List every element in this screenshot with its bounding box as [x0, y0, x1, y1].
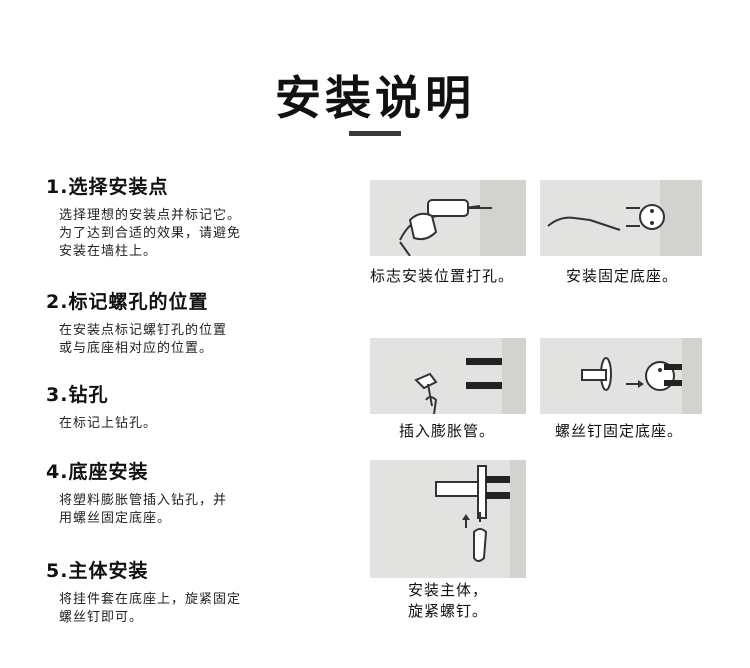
step-1: 1.选择安装点 选择理想的安装点并标记它。 为了达到合适的效果，请避免 安装在墙…	[46, 172, 241, 261]
step-title: 5.主体安装	[46, 560, 149, 582]
page-title: 安装说明	[275, 71, 475, 125]
step-description: 选择理想的安装点并标记它。 为了达到合适的效果，请避免 安装在墙柱上。	[59, 208, 242, 259]
step-title: 1.选择安装点	[46, 176, 169, 198]
step-description: 将挂件套在底座上，旋紧固定 螺丝钉即可。	[59, 592, 242, 625]
body-illustration	[370, 460, 526, 578]
step-3: 3.钻孔 在标记上钻孔。	[46, 380, 157, 433]
step-2: 2.标记螺孔的位置 在安装点标记螺钉孔的位置 或与底座相对应的位置。	[46, 287, 227, 358]
step-title: 4.底座安装	[46, 461, 149, 483]
screw-caption: 螺丝钉固定底座。	[555, 422, 684, 440]
base-illustration	[540, 180, 702, 256]
step-description: 在标记上钻孔。	[59, 416, 158, 431]
step-title: 2.标记螺孔的位置	[46, 291, 209, 313]
drill-illustration	[370, 180, 526, 256]
drill-caption: 标志安装位置打孔。	[370, 267, 515, 285]
step-description: 将塑料膨胀管插入钻孔，并 用螺丝固定底座。	[59, 493, 228, 526]
anchor-caption: 插入膨胀管。	[399, 422, 496, 440]
base-caption: 安装固定底座。	[566, 267, 679, 285]
step-description: 在安装点标记螺钉孔的位置 或与底座相对应的位置。	[59, 323, 228, 356]
title-underline	[349, 131, 401, 136]
step-title: 3.钻孔	[46, 384, 109, 406]
step-5: 5.主体安装 将挂件套在底座上，旋紧固定 螺丝钉即可。	[46, 556, 241, 627]
body-caption: 安装主体， 旋紧螺钉。	[408, 581, 489, 620]
step-4: 4.底座安装 将塑料膨胀管插入钻孔，并 用螺丝固定底座。	[46, 457, 227, 528]
screw-illustration	[540, 338, 702, 414]
anchor-illustration	[370, 338, 526, 414]
